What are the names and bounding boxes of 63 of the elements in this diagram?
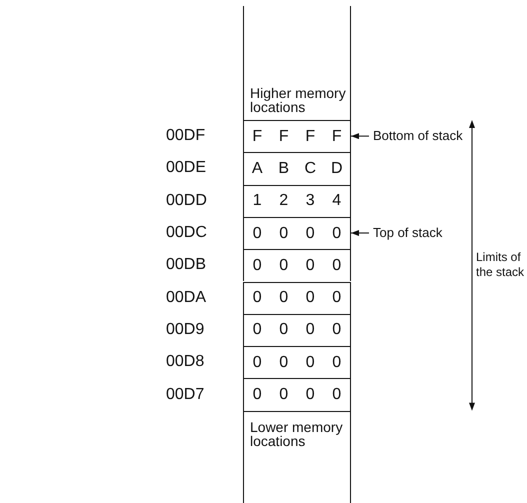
memory-value: 2 [278, 191, 290, 212]
region-label: Higher memory locations [250, 86, 346, 114]
memory-value: 1 [252, 191, 263, 212]
memory-value: 0 [252, 288, 263, 308]
memory-value: 0 [304, 288, 316, 308]
memory-row [243, 314, 351, 346]
memory-row [243, 378, 351, 411]
memory-value: D [330, 158, 344, 179]
memory-address: 00DB [166, 257, 206, 274]
memory-value: 0 [331, 224, 342, 244]
memory-address: 00DF [166, 128, 206, 144]
memory-row [243, 184, 351, 217]
memory-value: 0 [331, 320, 342, 340]
memory-value: 0 [304, 256, 316, 276]
memory-value: 0 [331, 288, 342, 308]
pointer-label: Top of stack [373, 226, 442, 240]
memory-value: 0 [278, 224, 290, 244]
memory-row [243, 120, 351, 152]
pointer-label: Bottom of stack [373, 129, 463, 143]
memory-value: 0 [278, 288, 290, 308]
memory-value: B [277, 158, 290, 179]
memory-value: 0 [278, 256, 290, 276]
memory-value: 0 [304, 385, 316, 406]
memory-value: 0 [304, 320, 316, 340]
arrow [350, 133, 370, 140]
memory-row [243, 346, 351, 378]
memory-value: 0 [252, 256, 263, 276]
memory-value: F [278, 126, 290, 147]
memory-value: 0 [252, 385, 263, 406]
memory-value: 0 [252, 352, 263, 373]
memory-value: A [250, 158, 264, 179]
memory-address: 00D7 [166, 386, 204, 403]
memory-value: 3 [304, 191, 316, 212]
memory-address: 00DA [166, 290, 206, 306]
memory-value: 0 [304, 352, 316, 373]
memory-value: 0 [252, 320, 263, 340]
memory-value: F [304, 126, 316, 147]
arrow [350, 230, 370, 236]
dimension-label: Limits of the stack [476, 250, 526, 280]
memory-region [243, 410, 351, 503]
memory-row [243, 216, 351, 250]
memory-address: 00DC [166, 225, 207, 242]
memory-value: 0 [331, 385, 342, 406]
memory-value: 0 [278, 352, 290, 373]
memory-value: 0 [304, 224, 316, 244]
memory-value: 0 [278, 320, 290, 340]
region-label: Lower memory locations [250, 420, 344, 448]
memory-value: F [251, 126, 264, 147]
memory-value: 0 [278, 385, 290, 406]
memory-address: 00DD [166, 192, 207, 209]
memory-value: F [330, 126, 343, 147]
memory-value: 4 [331, 191, 342, 212]
memory-row [243, 282, 351, 314]
memory-row [243, 152, 351, 185]
memory-region [243, 6, 351, 120]
memory-value: 0 [252, 224, 263, 244]
memory-value: 0 [331, 352, 342, 373]
memory-address: 00D9 [166, 322, 204, 338]
memory-address: 00DE [166, 160, 206, 176]
memory-value: C [303, 158, 318, 179]
memory-address: 00D8 [166, 354, 204, 370]
memory-row [243, 249, 351, 282]
memory-value: 0 [331, 256, 342, 276]
